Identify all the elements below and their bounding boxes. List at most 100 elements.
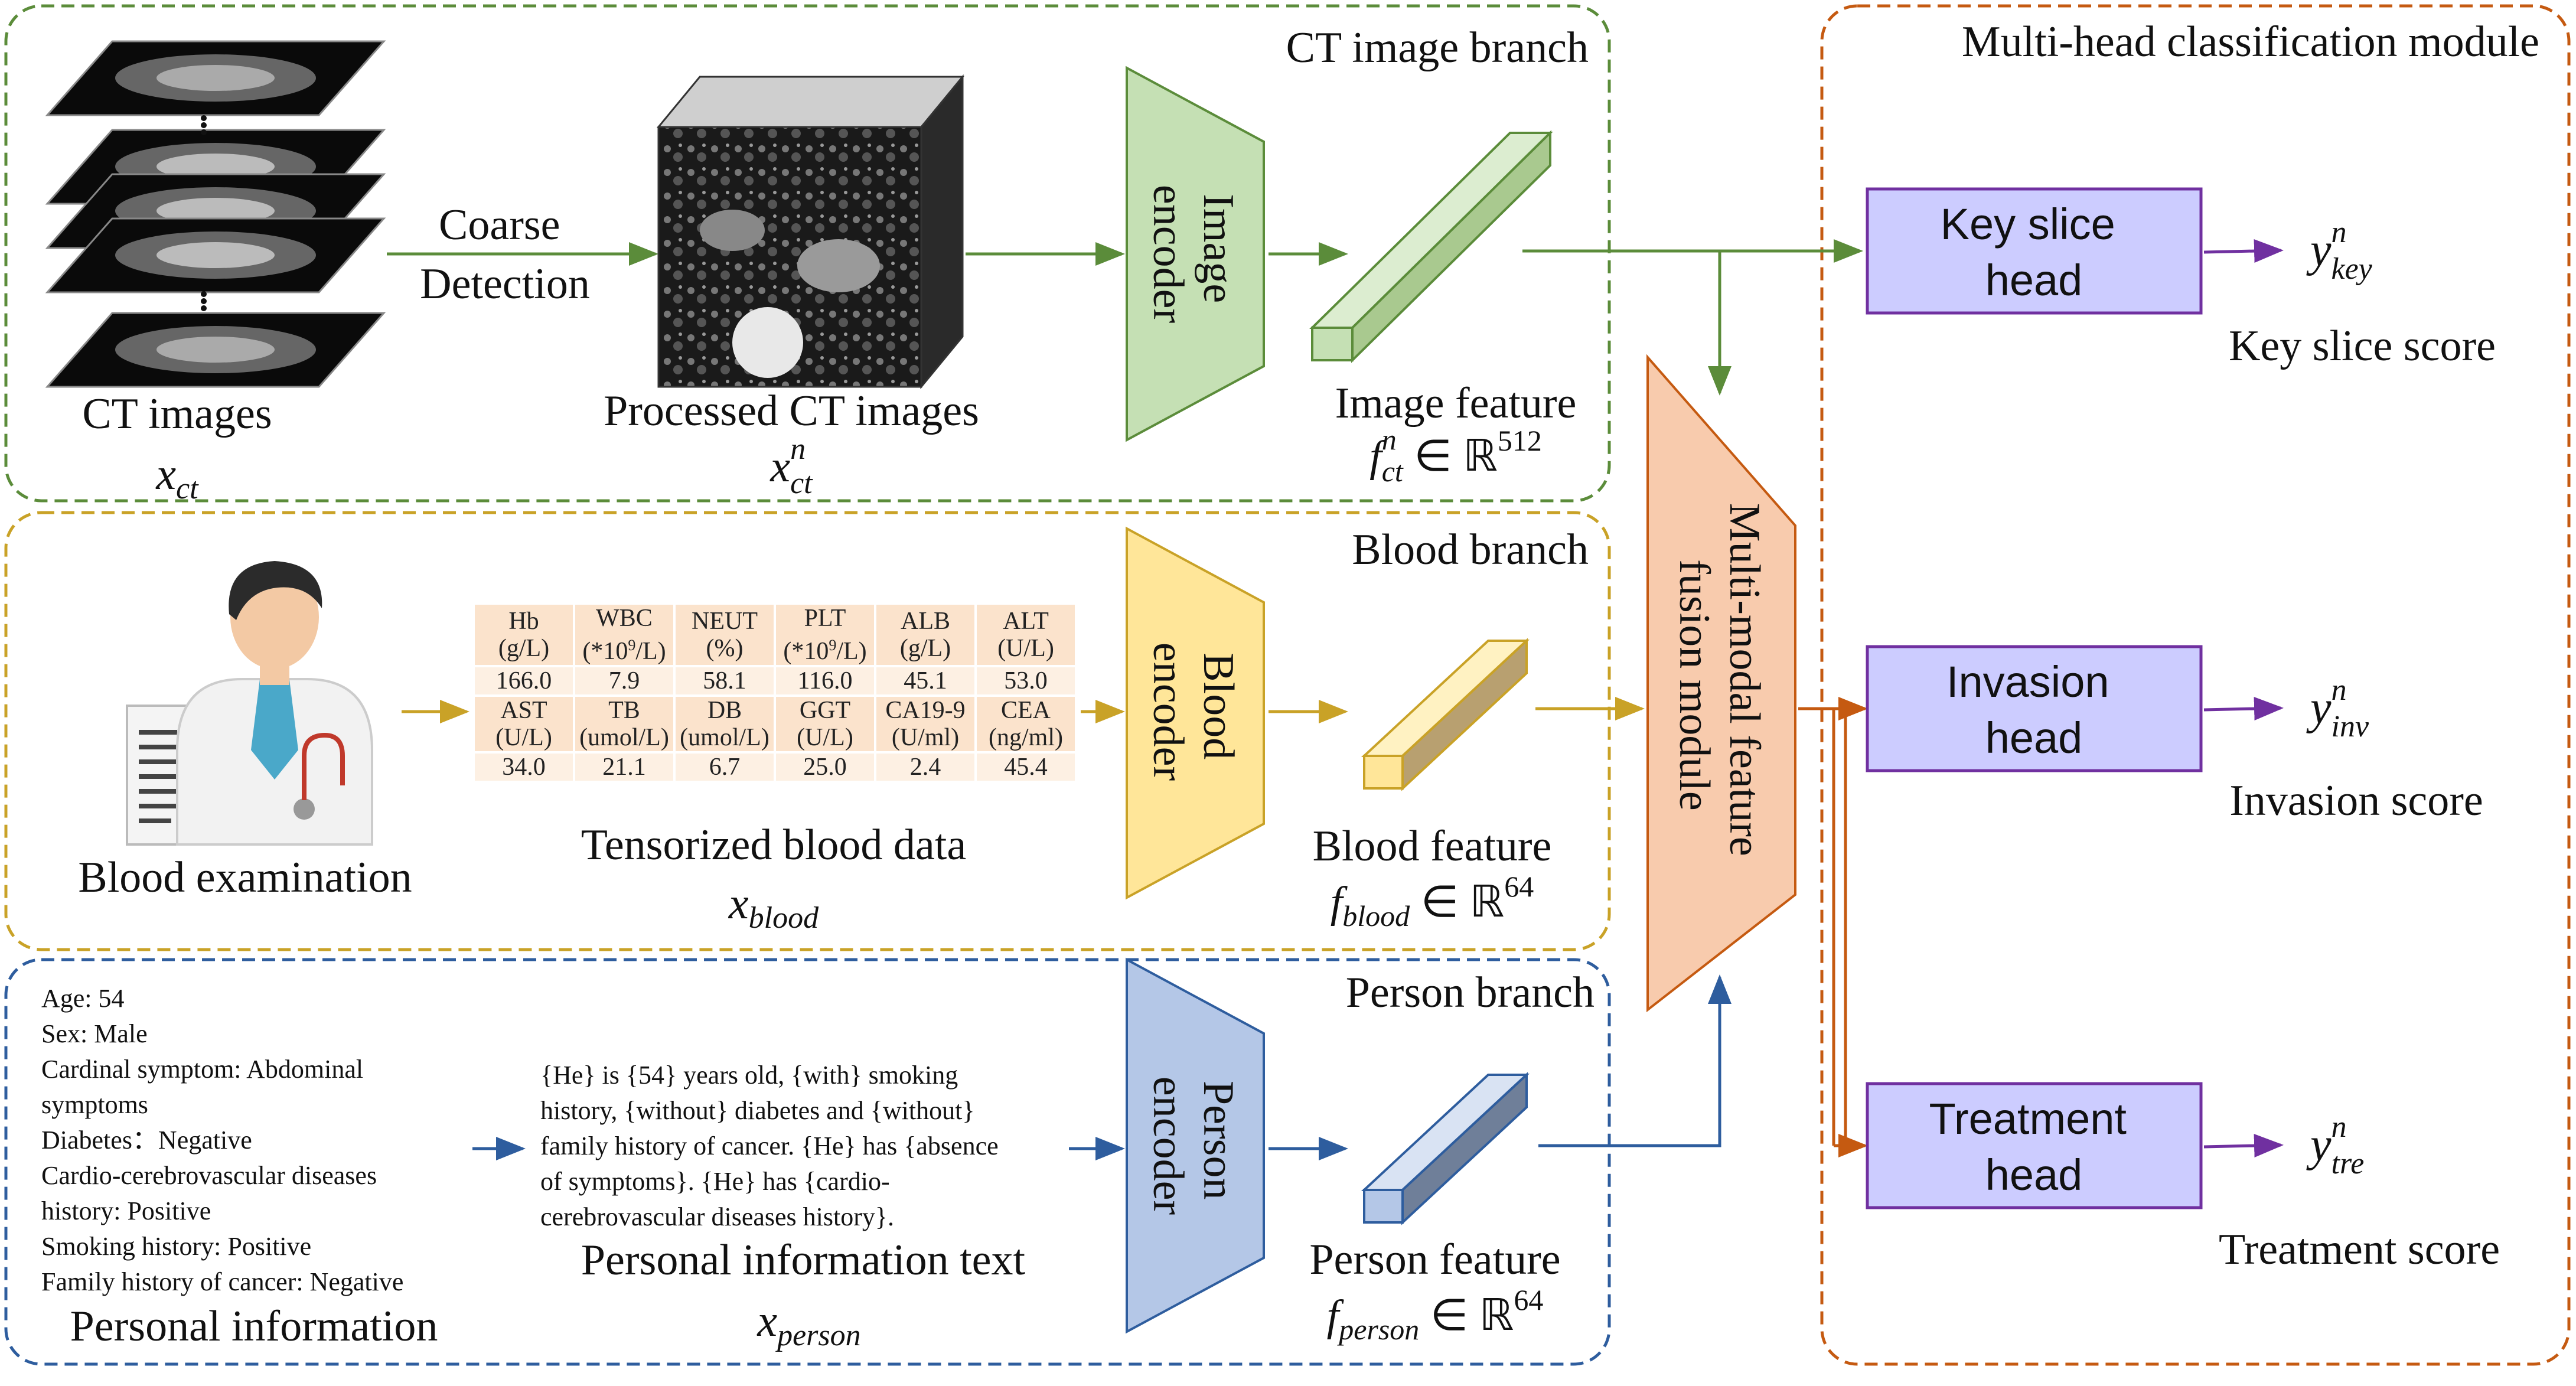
- blood-branch-box: [4, 511, 1611, 951]
- symbol-subscript: blood: [749, 901, 819, 935]
- table-value-cell: 166.0: [472, 665, 575, 697]
- head-line-2: head: [1985, 1150, 2083, 1199]
- image-encoder: [1126, 66, 1265, 442]
- real-space-symbol: ℝ: [1470, 878, 1505, 927]
- table-header-cell: TB(umol/L): [573, 694, 676, 754]
- header-unit: (*109/L): [783, 637, 867, 665]
- table-header-cell: CEA(ng/ml): [974, 694, 1077, 754]
- table-value-cell: 53.0: [974, 665, 1077, 697]
- symbol-subscript: blood: [1342, 899, 1410, 932]
- header-unit: (ng/ml): [989, 724, 1063, 751]
- ct-slice: [45, 312, 386, 388]
- table-header-cell: ALB(g/L): [874, 602, 977, 667]
- header-unit: (%): [706, 635, 744, 662]
- header-name: AST: [500, 697, 547, 724]
- header-unit: (*109/L): [582, 637, 666, 665]
- arrow-key-head-to-output: [2203, 239, 2284, 263]
- blood-exam-label: Blood examination: [78, 853, 412, 902]
- text-line: of symptoms}. {He} has {cardio-: [540, 1167, 890, 1196]
- personal-info-label: Personal information: [70, 1302, 438, 1351]
- symbol-subscript: inv: [2332, 710, 2369, 743]
- personal-text-label: Personal information text: [581, 1236, 1026, 1284]
- ct-images-symbol: xct: [155, 449, 199, 506]
- fusion-line-2: fusion module: [1670, 559, 1719, 810]
- ellipsis-dots: [201, 115, 207, 311]
- ct-slice-stack: [45, 40, 386, 388]
- coarse-line-1: Coarse: [439, 201, 560, 249]
- arrow-treatment-head-to-output: [2203, 1134, 2284, 1158]
- blood-encoder: [1126, 526, 1265, 900]
- treatment-score: Treatment score: [2219, 1225, 2500, 1274]
- fusion-line-1: Multi-modal feature: [1720, 503, 1769, 856]
- header-name: DB: [707, 697, 742, 724]
- table-header-cell: WBC(*109/L): [573, 602, 676, 667]
- info-line: Sex: Male: [41, 1019, 148, 1048]
- processed-ct-volume: [656, 74, 965, 390]
- table-value-cell: 116.0: [774, 665, 876, 697]
- header-name: CA19-9: [885, 697, 966, 724]
- unit-exponent: 9: [829, 637, 837, 654]
- head-line-2: head: [1985, 713, 2083, 762]
- header-name: PLT: [804, 605, 846, 632]
- dimension-superscript: 64: [1504, 870, 1534, 903]
- fusion-module: [1646, 354, 1796, 1013]
- unit-exponent: 9: [628, 637, 636, 654]
- fusion-module-label: Multi-modal feature fusion module: [1670, 503, 1769, 867]
- header-unit: (umol/L): [579, 724, 669, 751]
- encoder-line-2: encoder: [1144, 1077, 1192, 1215]
- header-name: CEA: [1001, 697, 1051, 724]
- symbol-superscript: n: [2332, 216, 2347, 249]
- person-branch-box: [4, 958, 1611, 1366]
- key-slice-head: Key slice head: [1866, 187, 2203, 315]
- symbol-base: x: [155, 449, 176, 499]
- text-line: family history of cancer. {He} has {abse…: [540, 1131, 999, 1160]
- head-label: Key slice head: [1941, 200, 2128, 305]
- person-branch-title: Person branch: [1346, 968, 1594, 1017]
- head-label: Invasion head: [1946, 657, 2121, 762]
- personal-text-lines: {He} is {54} years old, {with} smoking h…: [540, 1061, 1005, 1231]
- header-name: NEUT: [692, 608, 758, 635]
- encoder-line-1: Blood: [1194, 653, 1243, 759]
- classification-module-box: [1820, 4, 2571, 1366]
- header-name: ALB: [901, 608, 950, 635]
- table-header-cell: ALT(U/L): [974, 602, 1077, 667]
- symbol-subscript: ct: [1382, 455, 1404, 488]
- ct-branch-box: [4, 4, 1611, 503]
- invasion-score: Invasion score: [2229, 777, 2483, 825]
- header-unit: (U/ml): [891, 724, 960, 751]
- symbol-subscript: key: [2332, 252, 2373, 286]
- symbol-base: y: [2306, 682, 2332, 734]
- head-line-2: head: [1985, 256, 2083, 305]
- encoder-line-2: encoder: [1144, 185, 1192, 323]
- header-unit: (U/L): [495, 724, 552, 751]
- ct-images-label: CT images: [82, 390, 272, 438]
- person-encoder-label: Person encoder: [1144, 1077, 1243, 1215]
- symbol-superscript: n: [2332, 673, 2347, 707]
- text-line: history, {without} diabetes and {without…: [540, 1096, 974, 1125]
- personal-info-lines: Age: 54 Sex: Male Cardinal symptom: Abdo…: [41, 984, 403, 1296]
- symbol-base: x: [757, 1296, 777, 1346]
- image-feature-bar: [1309, 130, 1553, 363]
- personal-text-symbol: xperson: [757, 1296, 860, 1352]
- info-line: symptoms: [41, 1090, 148, 1119]
- head-line-1: Invasion: [1946, 657, 2109, 706]
- text-line: cerebrovascular diseases history}.: [540, 1202, 894, 1231]
- header-name: GGT: [799, 697, 851, 724]
- symbol-base: y: [2306, 224, 2332, 276]
- blood-branch-title: Blood branch: [1352, 526, 1589, 574]
- doctor-illustration: [126, 561, 373, 846]
- table-value-cell: 34.0: [472, 751, 575, 783]
- symbol-superscript: n: [1382, 423, 1397, 456]
- table-value-cell: 2.4: [874, 751, 977, 783]
- blood-encoder-label: Blood encoder: [1144, 643, 1243, 781]
- element-of-symbol: ∈: [1403, 432, 1463, 481]
- info-line: Age: 54: [41, 984, 125, 1013]
- image-feature-label: Image feature: [1335, 379, 1577, 428]
- table-header-row: AST(U/L)TB(umol/L)DB(umol/L)GGT(U/L)CA19…: [472, 694, 1077, 754]
- header-name: ALT: [1003, 608, 1049, 635]
